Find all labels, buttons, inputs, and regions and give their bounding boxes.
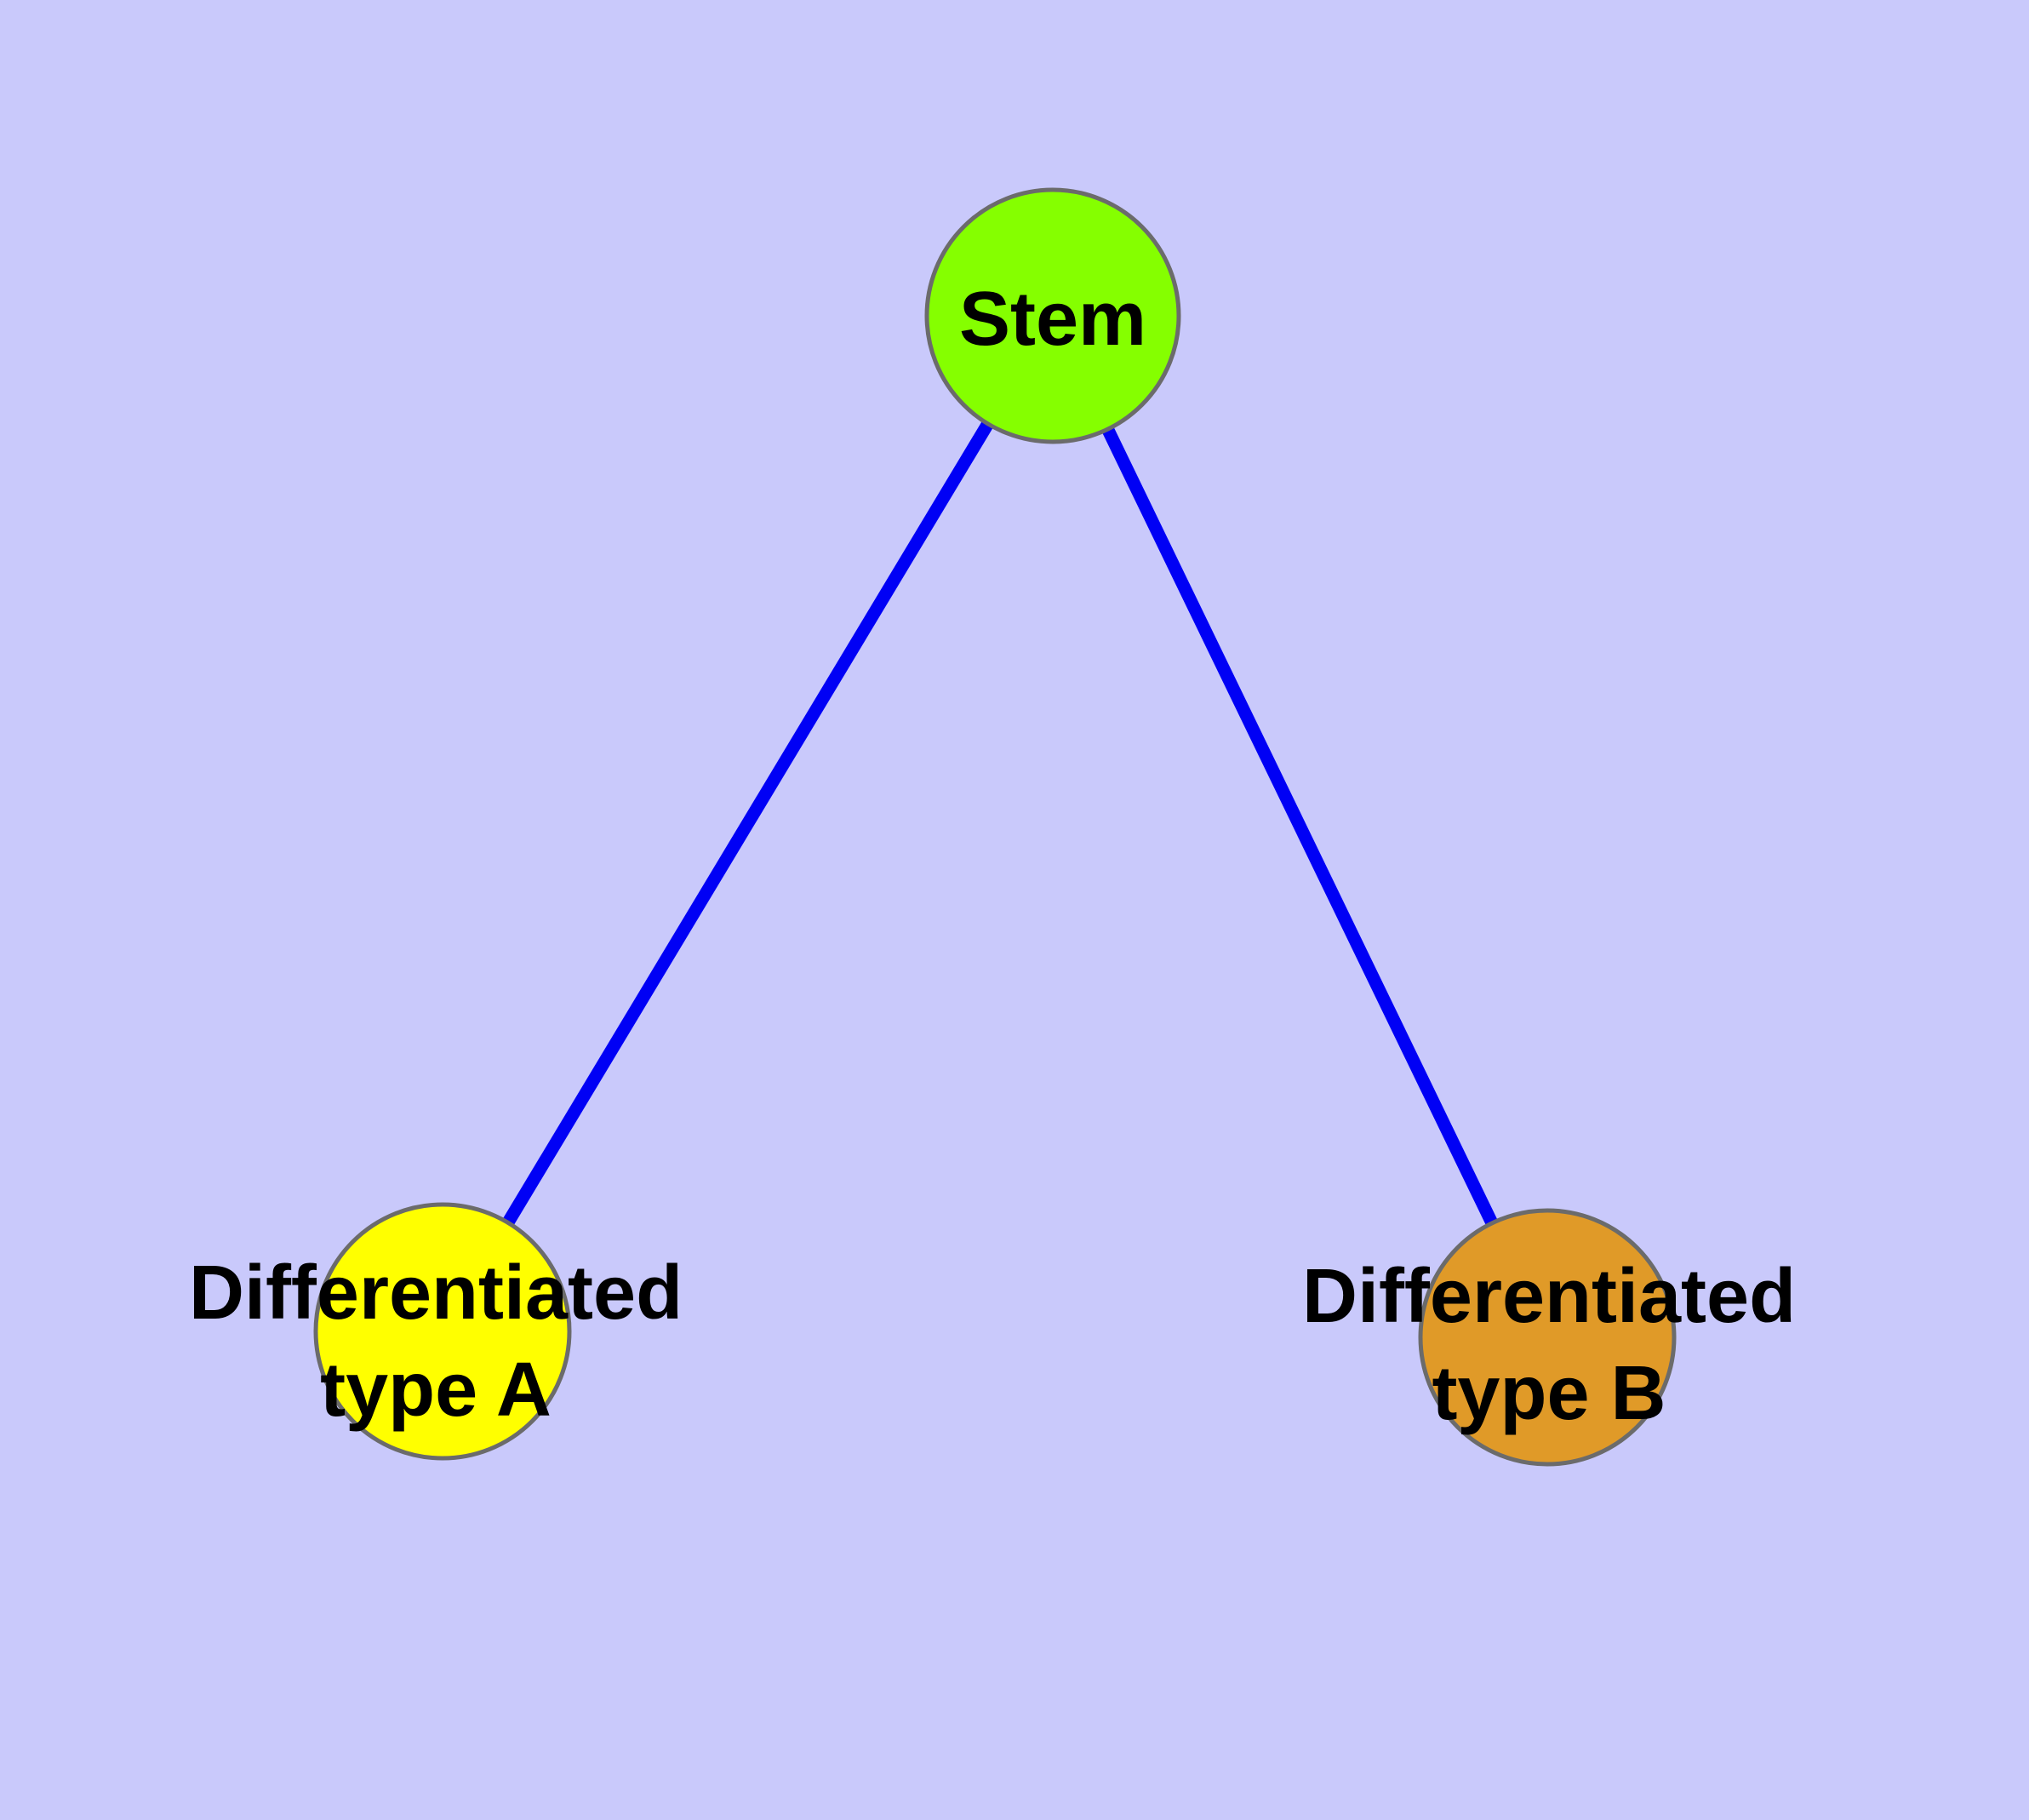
node-type-a-label-line1: Differentiated: [188, 1251, 683, 1336]
node-type-a-label-line2: type A: [320, 1348, 552, 1433]
node-type-b-label-line1: Differentiated: [1301, 1254, 1797, 1339]
node-type-b-circle: [1418, 1208, 1677, 1467]
node-stem-label: Stem: [958, 277, 1147, 362]
edge-stem-to-type-b: [1047, 312, 1553, 1341]
node-type-b-label: Differentiated type B: [1302, 1248, 1796, 1442]
edge-stem-to-type-a: [437, 312, 1059, 1335]
node-stem-circle: [924, 187, 1181, 444]
node-type-a-circle: [313, 1202, 572, 1461]
node-type-a-label: Differentiated type A: [189, 1245, 683, 1439]
node-type-b-label-line2: type B: [1432, 1351, 1666, 1436]
